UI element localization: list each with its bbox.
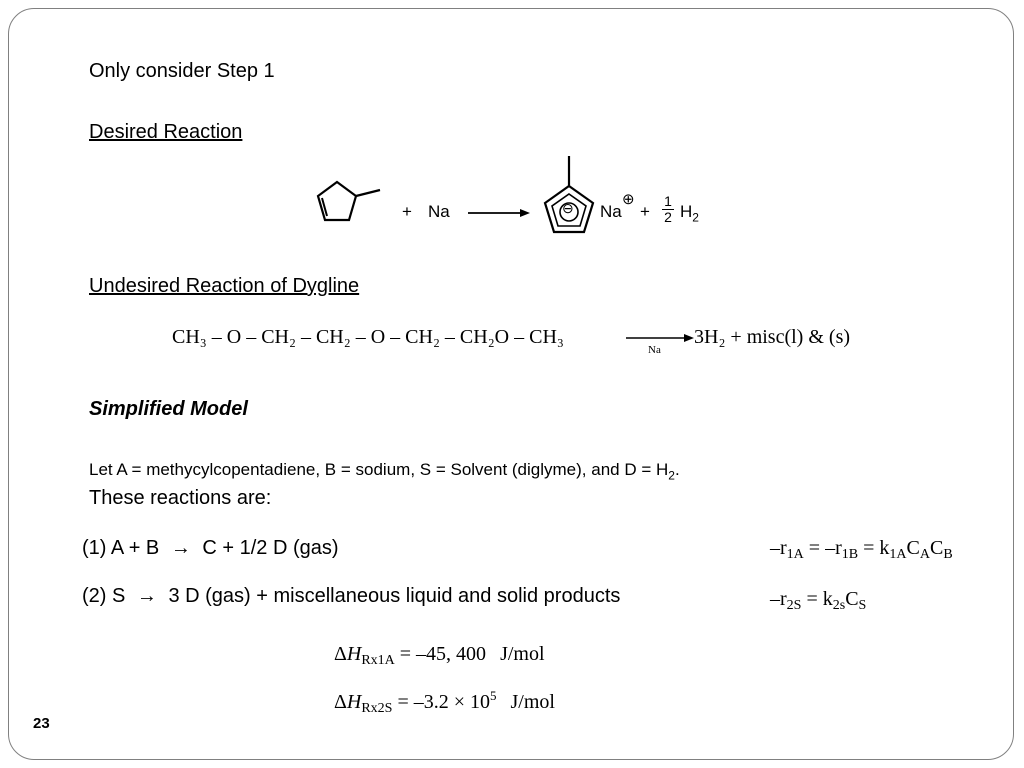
- sodium-cation: Na: [600, 202, 622, 221]
- fraction-denominator: 2: [664, 209, 672, 225]
- concentration-subscript: A: [919, 547, 930, 562]
- reaction-2-left: (2) S: [82, 585, 126, 607]
- page-number: 23: [33, 715, 50, 732]
- enthalpy-subscript: Rx1A: [361, 653, 395, 668]
- enthalpy-value: = –3.2 × 10: [392, 691, 491, 713]
- fraction-numerator: 1: [662, 194, 674, 210]
- enthalpy-symbol: H: [346, 643, 362, 665]
- sodium-reagent: Na: [428, 202, 450, 221]
- reaction-arrow: [468, 209, 530, 217]
- rate-symbol: = –r: [803, 537, 842, 559]
- rate-subscript: 2S: [786, 598, 802, 613]
- enthalpy-unit: J/mol: [510, 691, 555, 713]
- cation-charge-icon: ⊕: [622, 191, 635, 208]
- slide-frame: [8, 8, 1014, 760]
- enthalpy-value: = –45, 400: [394, 643, 487, 665]
- hydrogen-subscript: 2: [692, 210, 699, 225]
- step-note: Only consider Step 1: [89, 60, 275, 82]
- plus-sign: +: [402, 202, 412, 221]
- concentration-symbol: C: [845, 588, 859, 610]
- concentration-subscript: B: [943, 547, 953, 562]
- definition-subscript: 2: [668, 468, 675, 483]
- concentration-symbol: C: [906, 537, 920, 559]
- reaction-1-right: C + 1/2 D (gas): [202, 537, 339, 559]
- enthalpy-unit: J/mol: [500, 643, 545, 665]
- undesired-reaction-heading: Undesired Reaction of Dygline: [89, 275, 360, 297]
- methylcyclopentadienide-structure: [543, 156, 595, 234]
- rate-subscript: 1A: [786, 547, 804, 562]
- arrow-icon: →: [170, 537, 191, 559]
- enthalpy-2: ΔHRx2S = –3.2 × 105 J/mol: [334, 688, 555, 717]
- reaction-arrow: [626, 334, 694, 342]
- rate-constant: = k: [858, 537, 890, 559]
- variable-definitions: Let A = methycylcopentadiene, B = sodium…: [89, 460, 680, 482]
- enthalpy-1: ΔHRx1A = –45, 400 J/mol: [334, 643, 545, 669]
- diglyme-formula: CH₃ – O – CH₂ – CH₂ – O – CH₂ – CH₂O – C…: [172, 326, 564, 348]
- desired-reaction-heading: Desired Reaction: [89, 121, 243, 143]
- reaction-2-right: 3 D (gas) + miscellaneous liquid and sol…: [168, 585, 621, 607]
- delta-symbol: Δ: [334, 643, 347, 665]
- products: 3H₂ + misc(l) & (s): [694, 326, 851, 348]
- rate-symbol: –r: [770, 588, 787, 610]
- enthalpy-symbol: H: [346, 691, 362, 713]
- undesired-reaction-equation: CH₃ – O – CH₂ – CH₂ – O – CH₂ – CH₂O – C…: [172, 322, 892, 362]
- enthalpy-subscript: Rx2S: [361, 701, 393, 716]
- one-half-fraction: 1 2: [662, 194, 674, 225]
- simplified-model-heading: Simplified Model: [89, 398, 248, 420]
- definition-text: Let A = methycylcopentadiene, B = sodium…: [89, 460, 669, 479]
- desired-reaction-scheme: + Na ⊖ Na ⊕ + 1 2 H2: [300, 150, 720, 250]
- rate-constant-subscript: 1A: [889, 547, 907, 562]
- rate-constant: = k: [801, 588, 833, 610]
- rate-law-2: –r2S = k2sCS: [770, 588, 866, 614]
- rate-subscript: 1B: [841, 547, 859, 562]
- rate-constant-subscript: 2s: [832, 598, 846, 613]
- enthalpy-exponent: 5: [490, 688, 497, 703]
- concentration-subscript: S: [858, 598, 867, 613]
- plus-sign: +: [640, 202, 650, 221]
- delta-symbol: Δ: [334, 691, 347, 713]
- anion-charge-icon: ⊖: [562, 200, 574, 216]
- definition-end: .: [674, 460, 680, 479]
- reaction-1: (1) A + B → C + 1/2 D (gas): [82, 537, 339, 560]
- hydrogen-product: H2: [680, 202, 699, 224]
- rate-law-1: –r1A = –r1B = k1ACACB: [770, 537, 953, 563]
- reactions-intro: These reactions are:: [89, 487, 272, 509]
- reaction-1-left: (1) A + B: [82, 537, 160, 559]
- arrow-label-na: Na: [648, 344, 661, 356]
- concentration-symbol: C: [929, 537, 944, 559]
- methylcyclopentadiene-structure: [316, 180, 381, 222]
- hydrogen-symbol: H: [680, 202, 693, 221]
- reaction-2: (2) S → 3 D (gas) + miscellaneous liquid…: [82, 585, 620, 608]
- arrow-icon: →: [136, 585, 157, 607]
- rate-symbol: –r: [770, 537, 787, 559]
